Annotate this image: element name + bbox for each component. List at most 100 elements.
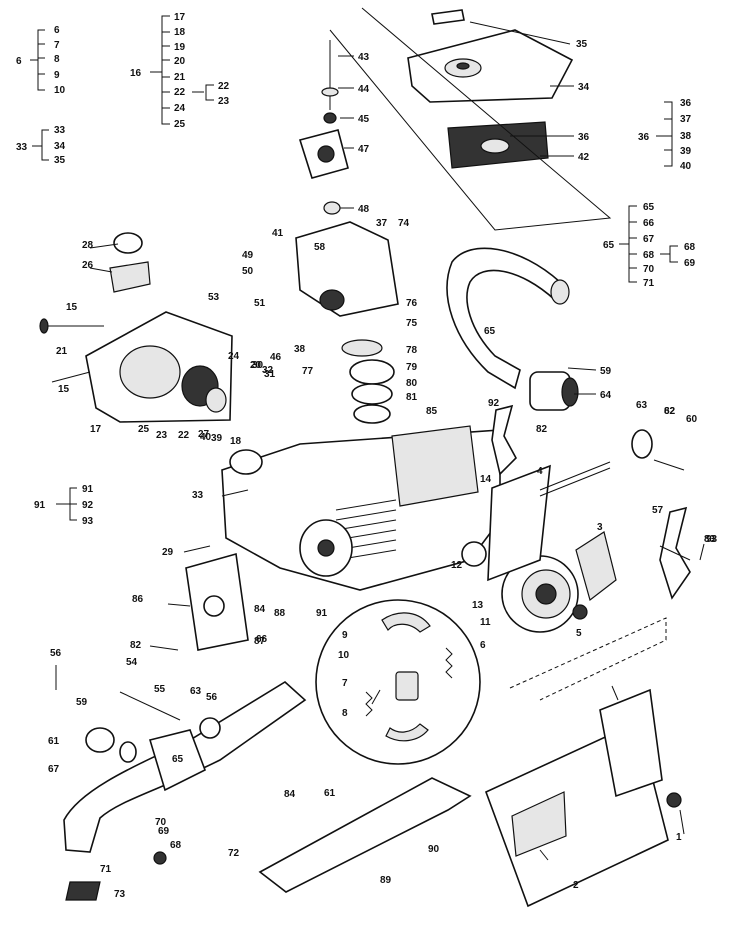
callout-label: 7 [342,678,348,689]
callout-label: 51 [254,298,266,309]
bar-studs [539,461,611,497]
callout-label: 37 [376,218,388,229]
callout-label: 90 [428,844,440,855]
callout-label: 79 [406,362,418,373]
callout-label: 3 [597,522,603,533]
legend-item: 21 [174,72,186,83]
callout-label: 71 [100,864,112,875]
engine-crankcase [221,339,501,591]
callout-label: 57 [652,505,664,516]
callout-label: 9 [342,630,348,641]
legend-item: 19 [174,42,186,53]
callout-label: 14 [480,474,492,485]
callout-label: 64 [600,390,612,401]
callout-label: 24 [228,351,240,362]
legend-item: 8 [54,54,60,65]
callout-label: 32 [262,365,274,376]
callout-label: 40 [200,432,212,443]
legend-item: 92 [82,500,94,511]
callout-label: 63 [190,686,202,697]
callout-label: 73 [114,889,126,900]
callout-label: 84 [254,604,266,615]
legend-item: 17 [174,12,186,23]
legend-item: 23 [218,96,230,107]
callout-label: 59 [76,697,88,708]
legend-item: 65 [643,202,655,213]
air-filter-assembly [329,7,612,231]
callout-label: 2 [573,880,579,891]
carburetor-group [295,40,399,317]
callout-label: 61 [48,736,60,747]
clutch-detail [315,599,481,765]
legend-item: 39 [680,146,692,157]
callout-label: 50 [242,266,254,277]
callout-label: 36 [578,132,590,143]
legend-item: 20 [174,56,186,67]
legend-item: 68 [643,250,655,261]
legend-group-16-label: 16 [130,68,142,79]
callout-label: 69 [158,826,170,837]
callout-label: 15 [66,302,78,313]
starter-housing [39,232,233,423]
callout-label: 43 [358,52,370,63]
legend-item: 66 [643,218,655,229]
legend-item: 69 [684,258,696,269]
callout-label: 48 [358,204,370,215]
callout-label: 45 [358,114,370,125]
callout-label: 18 [230,436,242,447]
legend-item: 22 [174,87,186,98]
callout-label: 78 [406,345,418,356]
callout-label: 39 [211,433,223,444]
legend-item: 91 [82,484,94,495]
callout-label: 67 [48,764,60,775]
callout-label: 80 [406,378,418,389]
legend-brackets [30,15,678,521]
callout-label: 17 [90,424,102,435]
callout-label: 88 [274,608,286,619]
legend-item: 7 [54,40,60,51]
callout-label: 21 [56,346,68,357]
callout-label: 49 [242,250,254,261]
callout-label: 27 [198,429,210,440]
callout-label: 35 [576,39,588,50]
legend-item: 93 [82,516,94,527]
callout-label: 86 [132,594,144,605]
callout-label: 56 [50,648,62,659]
callout-label: 4 [537,466,543,477]
callout-label: 5 [576,628,582,639]
legend-item: 22 [218,81,230,92]
callout-label: 85 [426,406,438,417]
callout-label: 81 [406,392,418,403]
legend-item: 67 [643,234,655,245]
callout-label: 65 [484,326,496,337]
callout-label: 54 [126,657,138,668]
rear-handle [63,681,307,901]
legend-item: 9 [54,70,60,81]
legend-item: 33 [54,125,66,136]
legend-item: 18 [174,27,186,38]
callout-label: 1 [676,832,682,843]
callout-label: 82 [536,424,548,435]
legend-item: 34 [54,141,66,152]
callout-label: 82 [664,406,676,417]
callout-label: 77 [302,366,314,377]
legend-item: 6 [54,25,60,36]
callout-label: 72 [228,848,240,859]
callout-label: 25 [138,424,150,435]
callout-label: 12 [451,560,463,571]
callout-label: 33 [192,490,204,501]
callout-label: 62 [664,406,676,417]
callout-label: 29 [162,547,174,558]
legend-item: 37 [680,114,692,125]
legend-labels: 6 6 7 8 9 10 16 17 18 19 20 21 22 24 25 … [16,12,696,527]
legend-item: 38 [680,131,692,142]
callout-label: 55 [154,684,166,695]
callout-label: 28 [82,240,94,251]
callout-label: 6 [480,640,486,651]
callout-label: 20 [250,360,262,371]
callout-label: 82 [130,640,142,651]
callout-label: 66 [256,634,268,645]
callout-label: 83 [704,534,716,545]
callout-label: 34 [578,82,590,93]
